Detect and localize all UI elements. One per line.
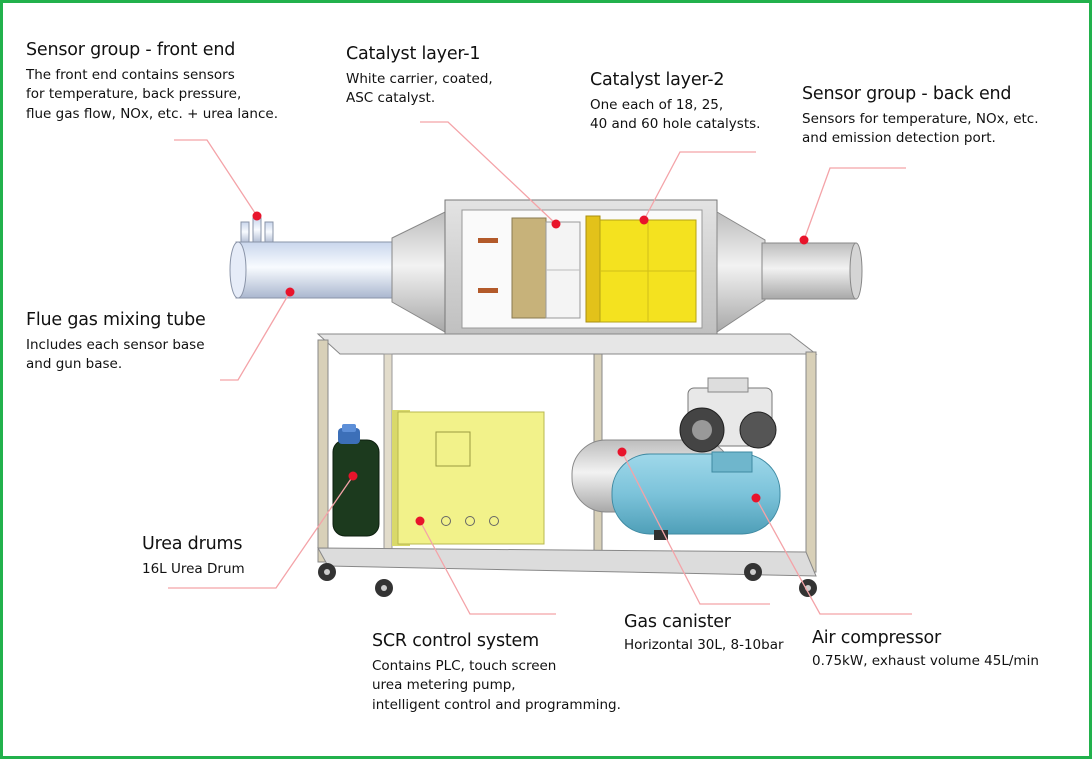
leader-mixing-tube [220,291,291,381]
urea-drum [332,424,380,537]
label-title: SCR control system [372,631,539,651]
label-title: Catalyst layer-2 [590,70,725,90]
marker-dots [252,211,809,526]
dot-urea-drums [348,471,358,481]
label-line: intelligent control and programming. [372,697,621,713]
dot-air-compressor [751,493,761,503]
label-line: 0.75kW, exhaust volume 45L/min [812,652,1039,669]
label-line: for temperature, back pressure, [26,86,242,103]
label-mixing-tube: Flue gas mixing tube Includes each senso… [26,310,206,375]
leader-catalyst-1 [420,121,557,225]
label-line: 16L Urea Drum [142,560,245,577]
cart-frame [316,333,818,597]
label-scr-control: SCR control system Contains PLC, touch s… [372,631,621,716]
label-line: flue gas flow, NOx, etc. + urea lance. [26,106,278,122]
label-line: ASC catalyst. [346,90,436,107]
label-air-compressor: Air compressor 0.75kW, exhaust volume 45… [812,628,1039,671]
leader-scr-control [419,520,556,615]
dot-scr-control [415,516,425,526]
label-title: Air compressor [812,628,941,648]
label-line: 40 and 60 hole catalysts. [590,116,761,133]
label-catalyst-2: Catalyst layer-2 One each of 18, 25, 40 … [590,70,760,135]
dot-sensor-back [799,235,809,245]
control-box [392,410,545,546]
leader-catalyst-2 [643,151,756,221]
label-catalyst-1: Catalyst layer-1 White carrier, coated, … [346,44,493,109]
dot-catalyst-2 [639,215,649,225]
dot-sensor-front [252,211,262,221]
label-sensor-front: Sensor group - front end The front end c… [26,40,278,125]
air-compressor-unit [611,377,781,540]
label-line: Contains PLC, touch screen [372,657,557,674]
label-title: Catalyst layer-1 [346,44,481,64]
label-title: Gas canister [624,612,731,632]
scr-reactor [229,199,863,339]
dot-mixing-tube [285,287,295,297]
leader-urea-drums [168,475,354,589]
label-title: Urea drums [142,534,243,554]
leader-sensor-front [174,139,258,217]
leader-air-compressor [755,497,912,615]
label-urea-drums: Urea drums 16L Urea Drum [142,534,245,579]
label-title: Sensor group - front end [26,40,236,60]
label-line: and emission detection port. [802,130,996,147]
leader-gas-canister [621,451,770,605]
leader-lines [168,121,912,615]
label-title: Flue gas mixing tube [26,310,206,330]
label-line: Includes each sensor base [26,336,205,353]
label-line: Horizontal 30L, 8-10bar [624,636,784,653]
label-line: One each of 18, 25, [590,96,724,113]
label-line: urea metering pump, [372,677,516,694]
label-line: Sensors for temperature, NOx, etc. [802,110,1039,127]
leader-sensor-back [803,167,906,241]
label-gas-canister: Gas canister Horizontal 30L, 8-10bar [624,612,784,655]
label-title: Sensor group - back end [802,84,1012,104]
label-line: and gun base. [26,356,123,373]
dot-catalyst-1 [551,219,561,229]
label-sensor-back: Sensor group - back end Sensors for temp… [802,84,1039,149]
label-line: The front end contains sensors [26,66,235,83]
label-line: White carrier, coated, [346,70,493,87]
dot-gas-canister [617,447,627,457]
